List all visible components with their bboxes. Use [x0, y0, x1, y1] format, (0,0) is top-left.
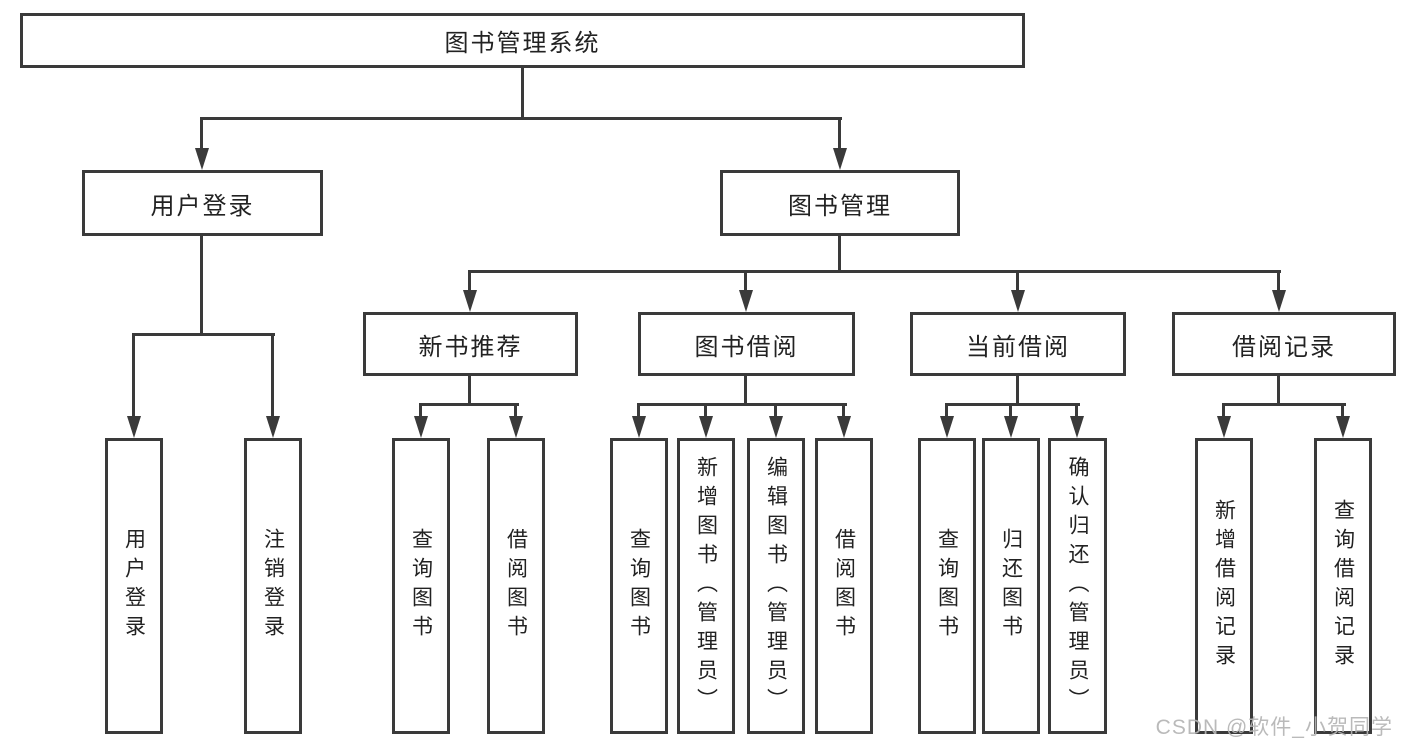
arrowhead-down-icon	[1272, 290, 1286, 312]
leaf-user-login-label: 用户登录	[122, 528, 146, 644]
arrowhead-down-icon	[1217, 416, 1231, 438]
csdn-watermark: CSDN @软件_小贺同学	[1155, 716, 1393, 739]
connector-drop	[132, 333, 135, 419]
node-book-borrowing: 图书借阅	[638, 312, 855, 376]
node-borrowing-records-label: 借阅记录	[1232, 333, 1336, 361]
connector-drop	[838, 117, 841, 151]
leaf-query-borrow-record-label: 查询借阅记录	[1331, 499, 1355, 673]
node-new-book-recommend: 新书推荐	[363, 312, 578, 376]
leaf-query-books-current: 查询图书	[918, 438, 976, 734]
leaf-query-books-recommend: 查询图书	[392, 438, 450, 734]
leaf-user-login: 用户登录	[105, 438, 163, 734]
leaf-borrow-books: 借阅图书	[815, 438, 873, 734]
leaf-edit-book-admin: 编辑图书（管理员）	[747, 438, 805, 734]
connector-group-trunk	[1277, 376, 1280, 406]
leaf-return-books-label: 归还图书	[999, 528, 1023, 644]
connector-drop	[945, 403, 948, 419]
leaf-confirm-return-admin-label: 确认归还（管理员）	[1066, 455, 1089, 717]
connector-group-trunk	[744, 376, 747, 406]
connector-group-rail	[419, 403, 519, 406]
connector-drop	[704, 403, 707, 419]
connector-drop	[1341, 403, 1344, 419]
connector-drop	[1075, 403, 1078, 419]
connector-userlogin-rail	[132, 333, 275, 336]
arrowhead-down-icon	[833, 148, 847, 170]
node-book-borrowing-label: 图书借阅	[694, 333, 799, 361]
connector-drop	[468, 270, 471, 295]
connector-drop	[514, 403, 517, 419]
connector-level2-rail	[200, 117, 842, 120]
arrowhead-down-icon	[195, 148, 209, 170]
connector-group-rail	[1222, 403, 1346, 406]
node-borrowing-records: 借阅记录	[1172, 312, 1396, 376]
arrowhead-down-icon	[739, 290, 753, 312]
arrowhead-down-icon	[127, 416, 141, 438]
arrowhead-down-icon	[1336, 416, 1350, 438]
arrowhead-down-icon	[414, 416, 428, 438]
connector-drop	[419, 403, 422, 419]
connector-drop	[1277, 270, 1280, 295]
arrowhead-down-icon	[632, 416, 646, 438]
leaf-query-books-borrow-label: 查询图书	[627, 528, 651, 644]
leaf-add-book-admin-label: 新增图书（管理员）	[694, 455, 718, 717]
connector-bookmgmt-trunk	[838, 236, 841, 273]
node-user-login: 用户登录	[82, 170, 323, 236]
leaf-add-book-admin: 新增图书（管理员）	[677, 438, 735, 734]
arrowhead-down-icon	[1004, 416, 1018, 438]
node-book-management: 图书管理	[720, 170, 960, 236]
leaf-query-books-borrow: 查询图书	[610, 438, 668, 734]
node-new-book-recommend-label: 新书推荐	[418, 333, 523, 361]
node-current-borrowing: 当前借阅	[910, 312, 1126, 376]
node-user-login-label: 用户登录	[150, 192, 255, 220]
connector-drop	[1009, 403, 1012, 419]
node-current-borrowing-label: 当前借阅	[966, 333, 1070, 361]
leaf-query-books-current-label: 查询图书	[935, 528, 959, 644]
leaf-query-borrow-record: 查询借阅记录	[1314, 438, 1372, 734]
connector-group-trunk	[1016, 376, 1019, 406]
leaf-borrow-books-recommend: 借阅图书	[487, 438, 545, 734]
arrowhead-down-icon	[940, 416, 954, 438]
arrowhead-down-icon	[1011, 290, 1025, 312]
connector-drop	[1016, 270, 1019, 295]
connector-group-rail	[637, 403, 847, 406]
connector-drop	[842, 403, 845, 419]
leaf-add-borrow-record-label: 新增借阅记录	[1212, 499, 1236, 673]
connector-drop	[1222, 403, 1225, 419]
arrowhead-down-icon	[699, 416, 713, 438]
connector-drop	[744, 270, 747, 295]
leaf-borrow-books-recommend-label: 借阅图书	[504, 528, 528, 644]
arrowhead-down-icon	[837, 416, 851, 438]
arrowhead-down-icon	[509, 416, 523, 438]
connector-group-trunk	[468, 376, 471, 406]
leaf-add-borrow-record: 新增借阅记录	[1195, 438, 1253, 734]
arrowhead-down-icon	[463, 290, 477, 312]
connector-root-trunk	[521, 68, 524, 119]
connector-userlogin-trunk	[200, 236, 203, 335]
connector-level3-rail	[468, 270, 1281, 273]
connector-drop	[200, 117, 203, 151]
arrowhead-down-icon	[769, 416, 783, 438]
leaf-logout-label: 注销登录	[261, 528, 285, 644]
connector-drop	[271, 333, 274, 419]
leaf-borrow-books-label: 借阅图书	[832, 528, 856, 644]
leaf-edit-book-admin-label: 编辑图书（管理员）	[764, 455, 788, 717]
leaf-logout: 注销登录	[244, 438, 302, 734]
connector-drop	[774, 403, 777, 419]
leaf-query-books-recommend-label: 查询图书	[409, 528, 433, 644]
leaf-confirm-return-admin: 确认归还（管理员）	[1048, 438, 1107, 734]
node-library-system-label: 图书管理系统	[444, 30, 601, 57]
arrowhead-down-icon	[1070, 416, 1084, 438]
arrowhead-down-icon	[266, 416, 280, 438]
node-library-system: 图书管理系统	[20, 13, 1025, 68]
node-book-management-label: 图书管理	[788, 192, 892, 220]
connector-drop	[637, 403, 640, 419]
connector-group-rail	[945, 403, 1080, 406]
leaf-return-books: 归还图书	[982, 438, 1040, 734]
